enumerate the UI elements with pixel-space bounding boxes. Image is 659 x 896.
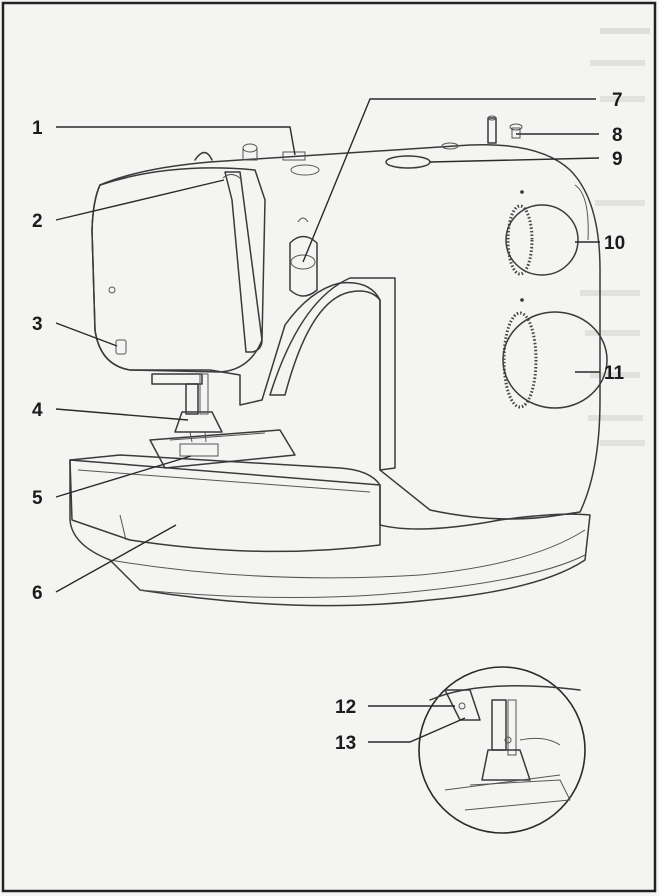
spool-pin bbox=[487, 117, 497, 144]
callout-11: 11 bbox=[604, 363, 625, 384]
leader-7 bbox=[302, 98, 596, 263]
needle-plate bbox=[149, 429, 296, 469]
leader-9 bbox=[429, 157, 600, 163]
stitch-length-dial bbox=[505, 204, 579, 276]
pattern-selector-dial bbox=[502, 311, 608, 409]
head-cover bbox=[91, 167, 266, 373]
callout-7: 7 bbox=[612, 90, 623, 111]
extension-table bbox=[69, 459, 381, 553]
bleed-through-text bbox=[580, 28, 650, 446]
callout-12: 12 bbox=[335, 697, 356, 718]
take-up-lever bbox=[224, 171, 263, 353]
callout-8: 8 bbox=[612, 125, 623, 146]
sewing-machine bbox=[69, 115, 608, 607]
face-plate-tab bbox=[115, 339, 127, 355]
callout-4: 4 bbox=[32, 400, 43, 421]
presser-foot-assembly bbox=[151, 373, 223, 443]
leader-5 bbox=[55, 455, 192, 498]
callout-2: 2 bbox=[32, 211, 43, 232]
callout-6: 6 bbox=[32, 583, 43, 604]
leader-13 bbox=[368, 717, 466, 743]
leader-1 bbox=[56, 126, 296, 156]
callout-10: 10 bbox=[604, 233, 625, 254]
callout-1: 1 bbox=[32, 118, 43, 139]
callout-9: 9 bbox=[612, 149, 623, 170]
leader-4 bbox=[55, 408, 189, 421]
leader-2 bbox=[55, 179, 225, 221]
callout-labels: 1 2 3 4 5 6 7 8 9 10 11 12 13 bbox=[32, 90, 625, 754]
thread-guide bbox=[194, 151, 213, 161]
bobbin-guide bbox=[289, 235, 318, 297]
callout-3: 3 bbox=[32, 314, 43, 335]
bobbin-winder bbox=[385, 155, 431, 169]
leader-3 bbox=[55, 322, 118, 347]
reverse-lever-inset bbox=[444, 689, 481, 721]
presser-foot-inset bbox=[418, 666, 586, 834]
machine-base bbox=[69, 454, 591, 607]
callout-5: 5 bbox=[32, 488, 43, 509]
arm-opening bbox=[269, 277, 396, 471]
leader-6 bbox=[55, 524, 177, 593]
callout-13: 13 bbox=[335, 733, 356, 754]
leader-lines bbox=[55, 98, 600, 743]
